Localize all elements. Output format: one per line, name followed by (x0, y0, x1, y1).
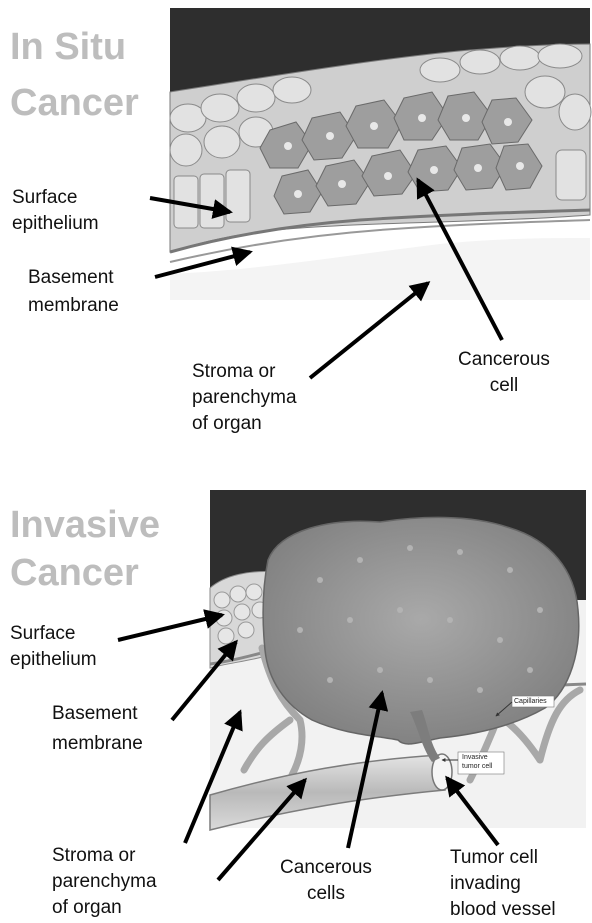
label-surface-bottom-1: Surface (10, 622, 75, 645)
label-stroma-bottom-3: of organ (52, 896, 122, 919)
label-cancerous-cell-2: cell (448, 374, 560, 397)
label-stroma-bottom-1: Stroma or (52, 844, 135, 867)
title-in-situ: In Situ (10, 26, 126, 69)
invasive-illustration (210, 490, 586, 830)
tumor-mass (263, 517, 579, 744)
label-basement-top-2: membrane (28, 294, 119, 317)
label-cancerous-cells-2: cells (264, 882, 388, 905)
label-basement-bottom-1: Basement (52, 702, 138, 725)
label-tumor-cell-2: invading (450, 872, 521, 895)
label-basement-bottom-2: membrane (52, 732, 143, 755)
stroma-area (170, 238, 590, 300)
label-cancerous-cells-1: Cancerous (264, 856, 388, 879)
label-surface-top-2: epithelium (12, 212, 99, 235)
label-tumor-cell-3: blood vessel (450, 898, 556, 921)
label-stroma-top-3: of organ (192, 412, 262, 435)
label-stroma-top-1: Stroma or (192, 360, 275, 383)
inset-invasive-label-2: tumor cell (462, 763, 492, 771)
label-surface-top-1: Surface (12, 186, 77, 209)
title-cancer-top: Cancer (10, 82, 139, 125)
inset-invasive-label-1: Invasive (462, 754, 488, 762)
label-stroma-top-2: parenchyma (192, 386, 297, 409)
title-cancer-bottom: Cancer (10, 552, 139, 595)
title-invasive: Invasive (10, 504, 160, 547)
label-surface-bottom-2: epithelium (10, 648, 97, 671)
arrow-surface-epithelium-bottom (118, 615, 222, 640)
label-basement-top-1: Basement (28, 266, 114, 289)
label-cancerous-cell-1: Cancerous (448, 348, 560, 371)
label-tumor-cell-1: Tumor cell (450, 846, 538, 869)
label-stroma-bottom-2: parenchyma (52, 870, 157, 893)
inset-capillaries-label: Capillaries (514, 698, 547, 706)
